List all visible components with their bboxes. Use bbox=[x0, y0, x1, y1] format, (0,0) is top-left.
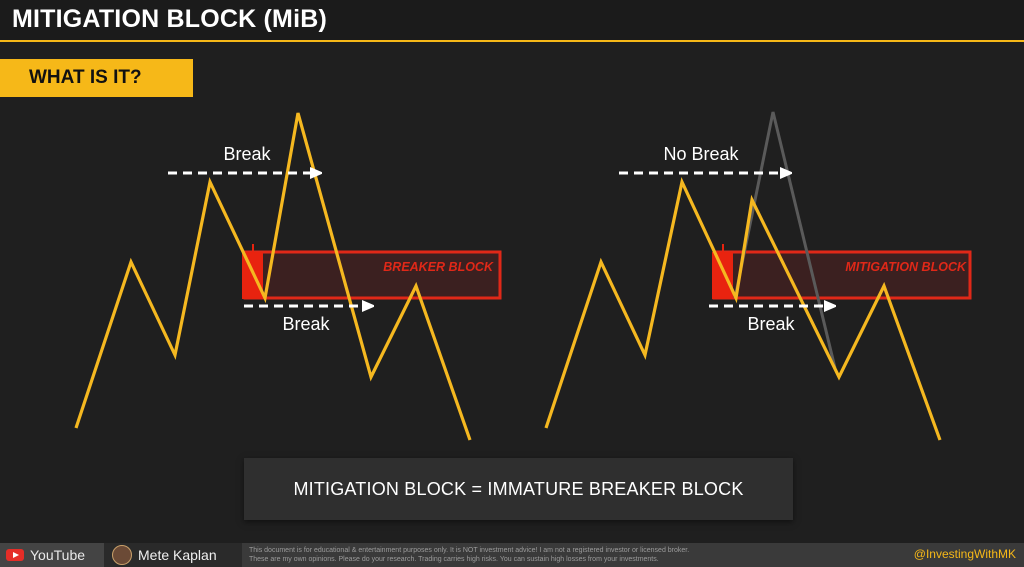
footer-bar: YouTube Mete Kaplan This document is for… bbox=[0, 543, 1024, 567]
disclaimer: This document is for educational & enter… bbox=[249, 546, 849, 564]
youtube-link[interactable]: YouTube bbox=[0, 543, 104, 567]
mitigation-diagram: No Break MITIGATION BLOCK Break bbox=[544, 111, 972, 441]
avatar bbox=[112, 545, 132, 565]
breaker-top-break-label: Break bbox=[223, 144, 271, 164]
equation-box: MITIGATION BLOCK = IMMATURE BREAKER BLOC… bbox=[244, 458, 793, 520]
page-title: MITIGATION BLOCK (MiB) bbox=[12, 5, 327, 33]
mitigation-price-line bbox=[544, 176, 942, 441]
breaker-block-label: BREAKER BLOCK bbox=[383, 260, 494, 274]
author-badge[interactable]: Mete Kaplan bbox=[104, 543, 242, 567]
mitigation-block-label: MITIGATION BLOCK bbox=[845, 260, 967, 274]
breaker-price-line bbox=[74, 112, 472, 441]
youtube-icon bbox=[6, 549, 24, 561]
breaker-diagram: Break BREAKER BLOCK Break bbox=[74, 112, 502, 441]
equation-text: MITIGATION BLOCK = IMMATURE BREAKER BLOC… bbox=[293, 478, 744, 499]
breaker-block-zone bbox=[243, 250, 502, 300]
mitigation-top-label: No Break bbox=[663, 144, 739, 164]
disclaimer-line-2: These are my own opinions. Please do you… bbox=[249, 556, 659, 563]
disclaimer-line-1: This document is for educational & enter… bbox=[249, 547, 690, 554]
breaker-bottom-break-label: Break bbox=[282, 314, 330, 334]
header-bar: MITIGATION BLOCK (MiB) bbox=[0, 0, 1024, 42]
social-handle[interactable]: @InvestingWithMK bbox=[913, 547, 1016, 561]
author-name: Mete Kaplan bbox=[138, 547, 217, 563]
mitigation-bottom-break-label: Break bbox=[747, 314, 795, 334]
mitigation-block-zone bbox=[712, 250, 972, 300]
section-tag: WHAT IS IT? bbox=[0, 59, 193, 97]
youtube-label: YouTube bbox=[30, 547, 86, 563]
mitigation-candle bbox=[712, 252, 733, 299]
section-tag-label: WHAT IS IT? bbox=[29, 67, 142, 88]
